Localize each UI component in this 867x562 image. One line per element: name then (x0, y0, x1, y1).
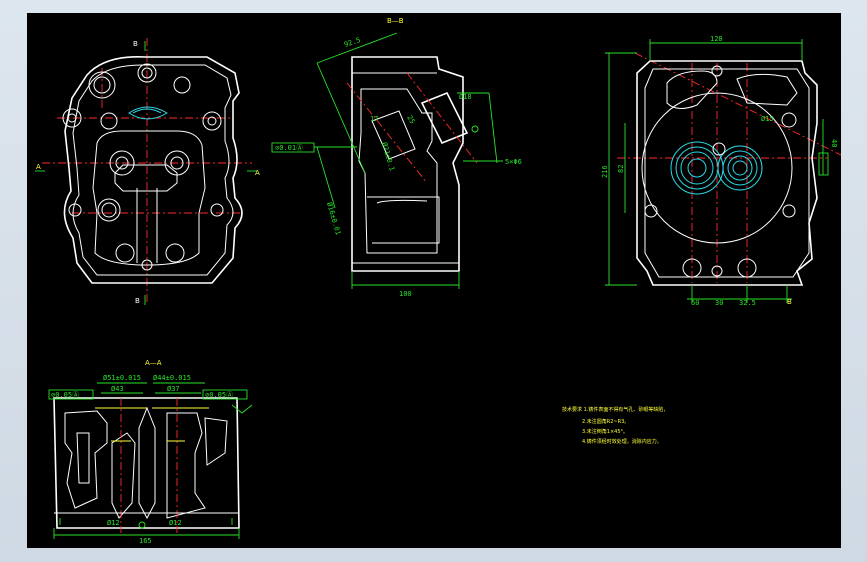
right-dim-bottom-2: 30 (715, 299, 723, 307)
right-outline (636, 60, 818, 286)
bb-feature-frame: ⊘0.01Ⓐ (275, 144, 303, 152)
section-bb-title: B—B (387, 17, 404, 25)
aa-dia-1: Ø51±0.015 (103, 374, 141, 382)
note-line-3: 3.未注倒角1×45°。 (582, 428, 628, 435)
right-hole: Ø15 (761, 115, 774, 123)
section-bb-view: B—B 92.5 100 ⊘ (271, 17, 522, 298)
section-aa-title: A—A (145, 359, 162, 367)
note-line-1: 技术要求 1.铸件表面不得有气孔、砂眼等缺陷， (562, 406, 668, 413)
section-mark-b-bottom: B (135, 297, 140, 305)
right-dim-inner: 82 (617, 165, 625, 173)
bb-dim-25: 25 (405, 114, 416, 125)
right-dim-bottom-3: 32.5 (739, 299, 756, 307)
drawing-canvas[interactable]: A A B B B—B (27, 13, 841, 548)
aa-dia-3: Ø43 (111, 385, 124, 393)
section-aa-view: A—A Ø51±0.01 (48, 359, 253, 545)
right-big-circle (641, 92, 793, 244)
bb-dia-left2: Ø21±0.1 (380, 141, 396, 172)
aa-frame-right: ⊘0.05Ⓐ (205, 391, 233, 399)
aa-dia-4: Ø37 (167, 385, 180, 393)
right-dim-height: 216 (601, 165, 609, 178)
right-view: 128 216 82 40 Ø15 60 30 32.5 B (601, 35, 841, 307)
section-mark-a-right: A (255, 169, 260, 177)
aa-frame-left: ⊘0.05Ⓐ (51, 391, 79, 399)
aa-dia-2: Ø44±0.015 (153, 374, 191, 382)
cad-drawing: A A B B B—B (35, 17, 841, 545)
note-line-4: 4.铸件须经时效处理，消除内应力。 (582, 438, 662, 445)
aa-outline (53, 397, 240, 529)
front-outline (63, 56, 243, 284)
technical-notes: 技术要求 1.铸件表面不得有气孔、砂眼等缺陷， 2.未注圆角R2~R3。 3.未… (562, 406, 668, 445)
right-dim-bottom-1: 60 (691, 299, 699, 307)
bb-dia-right: Ø18 (459, 93, 472, 101)
right-mark-b: B (787, 298, 792, 306)
right-dim-width: 128 (710, 35, 723, 43)
aa-inner-1: Ø12 (107, 519, 120, 527)
bb-dia-left: Ø16±0.01 (325, 201, 342, 236)
bb-thread: 5×Φ6 (505, 158, 522, 166)
right-dim-side: 40 (830, 139, 838, 147)
front-view: A A B B (35, 38, 260, 305)
section-mark-b-top: B (133, 40, 138, 48)
bb-dim-width: 100 (399, 290, 412, 298)
bb-dim-17: 17 (370, 115, 378, 123)
aa-dim-width: 165 (139, 537, 152, 545)
bb-outline (351, 56, 464, 272)
cyan-boss (128, 106, 168, 120)
section-mark-a-left: A (36, 163, 41, 171)
aa-inner-2: Ø12 (169, 519, 182, 527)
note-line-2: 2.未注圆角R2~R3。 (582, 418, 629, 425)
